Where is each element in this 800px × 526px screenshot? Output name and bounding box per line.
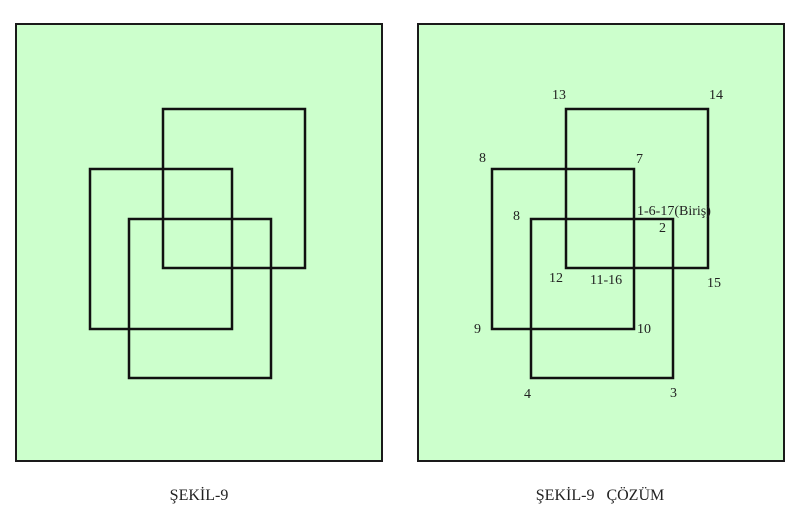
right-middle-square <box>490 167 636 331</box>
point-label-4: 4 <box>524 387 531 402</box>
point-label-15: 15 <box>707 276 721 291</box>
point-label-7: 7 <box>636 152 643 167</box>
point-label-9: 9 <box>474 322 481 337</box>
point-label-2: 2 <box>659 221 666 236</box>
left-panel-background <box>15 23 383 462</box>
left-top-square <box>161 107 307 270</box>
left-middle-square <box>88 167 234 331</box>
point-label-14: 14 <box>709 88 723 103</box>
point-label-11-16: 11-16 <box>590 273 622 288</box>
point-label-8-outer: 8 <box>479 151 486 166</box>
right-bottom-square <box>529 217 675 380</box>
point-label-start: 1-6-17(Biriş) <box>637 204 711 219</box>
point-label-8-inner: 8 <box>513 209 520 224</box>
point-label-10: 10 <box>637 322 651 337</box>
point-label-3: 3 <box>670 386 677 401</box>
left-caption: ŞEKİL-9 <box>170 486 229 504</box>
left-bottom-square <box>127 217 273 380</box>
right-panel-background <box>417 23 785 462</box>
left-panel <box>15 23 383 462</box>
point-label-12: 12 <box>549 271 563 286</box>
right-panel: 13 14 8 7 8 1-6-17(Biriş) 2 12 11-16 15 … <box>417 23 785 462</box>
right-top-square <box>564 107 710 270</box>
point-label-13: 13 <box>552 88 566 103</box>
right-caption: ŞEKİL-9 ÇÖZÜM <box>536 486 664 504</box>
